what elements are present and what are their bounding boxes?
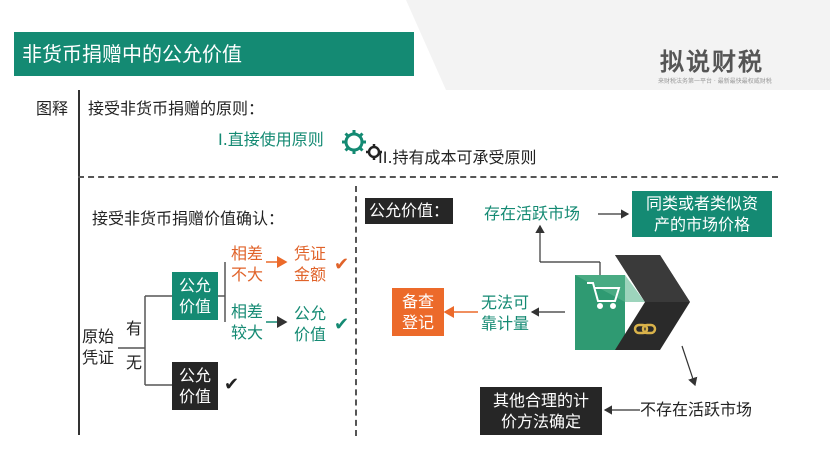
fair-value-box: 公允 价值 <box>172 272 218 320</box>
fair-value-result-label: 公允 价值 <box>293 304 326 344</box>
brand-tagline: 来财税法务第一平台 · 最新最快最权威财税 <box>658 78 772 85</box>
no-active-market-label: 不存在活跃市场 <box>640 400 753 419</box>
fair-value-label-box: 公允价值： <box>365 198 453 224</box>
page-title: 非货币捐赠中的公允价值 <box>14 32 414 76</box>
gears-icon <box>342 130 382 160</box>
check-icon: ✔ <box>334 314 350 335</box>
active-market-label: 存在活跃市场 <box>484 204 581 223</box>
diagram-label: 图释 <box>36 99 69 118</box>
shopping-cart-icon <box>587 282 621 309</box>
section-divider <box>78 176 778 178</box>
other-methods-box: 其他合理的计 价方法确定 <box>480 387 602 435</box>
principles-heading: 接受非货币捐赠的原则： <box>88 99 265 118</box>
original-voucher-label: 原始 凭证 <box>81 327 114 367</box>
header-decoration <box>406 0 830 90</box>
branch-has-label: 有 <box>126 319 143 338</box>
column-divider <box>355 186 357 436</box>
similar-asset-price-box: 同类或者类似资 产的市场价格 <box>632 191 772 237</box>
value-confirm-heading: 接受非货币捐赠价值确认： <box>92 209 285 228</box>
market-chevron-graphic <box>575 255 690 350</box>
branch-none-label: 无 <box>126 353 143 372</box>
check-icon: ✔ <box>334 254 350 275</box>
principle-direct-use: I.直接使用原则 <box>218 130 324 149</box>
diff-small-label: 相差 不大 <box>230 244 263 284</box>
link-icon <box>633 323 657 335</box>
diff-large-label: 相差 较大 <box>230 302 263 342</box>
left-divider <box>78 90 80 435</box>
fair-value-dark-box: 公允 价值 <box>172 362 218 410</box>
unmeasurable-label: 无法可 靠计量 <box>480 293 529 333</box>
memo-record-box: 备查 登记 <box>392 288 444 336</box>
voucher-amount-label: 凭证 金额 <box>293 244 326 284</box>
principle-holding-cost: II.持有成本可承受原则 <box>378 148 537 167</box>
brand-logo: 拟说财税 <box>660 48 764 76</box>
check-icon: ✔ <box>224 374 240 395</box>
